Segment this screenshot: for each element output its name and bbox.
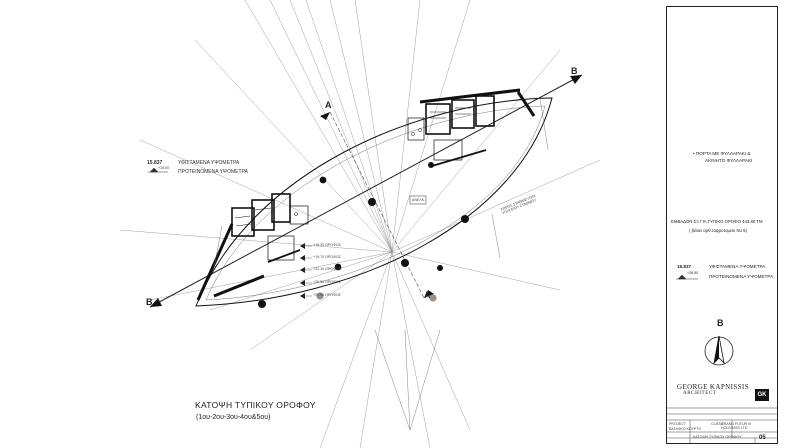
door-note-line-2: ΑΚΙΝΗΤΟ ΦΥΛΛΑΡΑΚΙ bbox=[705, 158, 753, 163]
project-value: ΒΑΣΙΛΙΚΟ ΚΟΥΡΤΗ bbox=[669, 427, 702, 431]
building-outline bbox=[195, 97, 553, 307]
outer-wall-top bbox=[419, 88, 521, 104]
panel-proposed-label: ΠΡΟΤΕΙΝΟΜΕΝΑ ΥΨΟΜΕΤΡΑ bbox=[709, 274, 774, 279]
architect-name: GEORGE KAPNISSIS bbox=[677, 383, 749, 391]
core-right bbox=[407, 95, 495, 167]
drawing-title: ΚΑΤΟΨΗ ΤΥΠΙΚΟΥ ΟΡΟΦΟΥ bbox=[195, 400, 316, 410]
legend-left-existing-label: ΥΦΙΣΤΑΜΕΝΑ ΥΨΟΜΕΤΡΑ bbox=[178, 160, 240, 166]
panel-rules bbox=[666, 407, 778, 444]
architect-role: ARCHITECT bbox=[683, 391, 717, 396]
section-marker-a-top: A bbox=[325, 100, 332, 110]
section-arrow-b-left bbox=[150, 298, 162, 307]
level-tag-1: +16.30 ΟΡΟΦΟΣ bbox=[313, 243, 341, 247]
north-arrow-label: B bbox=[717, 318, 724, 328]
outer-wall-left-2 bbox=[213, 274, 265, 298]
center-tag-frame bbox=[409, 195, 427, 205]
outer-wall-right bbox=[516, 91, 536, 117]
door-note-line-1: • ΠΟΡΤΑ ΜΕ ΦΥΛΛΑΡΑΚΙ & bbox=[693, 151, 751, 156]
legend-left-proposed-value: +15.00 bbox=[158, 166, 170, 170]
area-note-line-2: ( βάσει αρθ.ταφροτομείο Νο 5) bbox=[689, 228, 747, 233]
client-label: CLIENT bbox=[711, 422, 724, 426]
section-arrow-b-right bbox=[570, 75, 582, 84]
architect-logo: GK bbox=[755, 389, 769, 401]
panel-existing-label: ΥΦΙΣΤΑΜΕΝΑ ΥΨΟΜΕΤΡΑ bbox=[709, 264, 766, 269]
section-arrow-a-top bbox=[320, 112, 330, 120]
section-marker-b-right: B bbox=[571, 66, 578, 76]
legend-panel-symbols bbox=[676, 274, 698, 280]
area-note-line-1: ΕΜΒΑΔΟΝ ΣΞ ΓΙΑ ΤΥΠΙΚΟ ΟΡΟΦΟ 443.80 ΤΜ bbox=[671, 219, 763, 224]
section-line-b bbox=[149, 74, 583, 308]
legend-left-existing-value: 15.837 bbox=[147, 160, 163, 166]
north-arrow bbox=[704, 335, 734, 366]
level-tag-4: +26.50 ΟΡΟΦΟΣ bbox=[313, 280, 341, 284]
center-tag: ΑΝΕΛΚ. bbox=[412, 198, 426, 202]
legend-left-proposed-label: ΠΡΟΤΕΙΝΟΜΕΝΑ ΥΨΟΜΕΤΡΑ bbox=[178, 169, 248, 175]
core-left bbox=[231, 193, 309, 263]
project-label: PROJECT bbox=[669, 422, 686, 426]
panel-proposed-value: +26.50 bbox=[687, 271, 699, 275]
sheet-number: 05 bbox=[759, 435, 766, 441]
legend-left-symbols bbox=[148, 167, 168, 173]
construction-lines bbox=[119, 0, 601, 448]
level-tag-5: +29.90 ΟΡΟΦΟΣ bbox=[313, 293, 341, 297]
drawing-subtitle: (1ου-2ου-3ου-4ου&5ου) bbox=[196, 414, 271, 421]
title-block-panel: • ΠΟΡΤΑ ΜΕ ΦΥΛΛΑΡΑΚΙ & ΑΚΙΝΗΤΟ ΦΥΛΛΑΡΑΚΙ… bbox=[666, 6, 778, 444]
dimension-lines bbox=[213, 97, 549, 269]
section-marker-a-bottom: A bbox=[424, 290, 431, 300]
section-line-a bbox=[329, 111, 425, 299]
structural-columns bbox=[258, 162, 469, 308]
level-tag-arrows bbox=[300, 243, 305, 299]
level-tag-2: +19.70 ΟΡΟΦΟΣ bbox=[313, 255, 341, 259]
level-tag-3: +23.10 ΟΡΟΦΟΣ bbox=[313, 267, 341, 271]
panel-existing-value: 15.837 bbox=[677, 264, 692, 269]
section-arrow-a-bottom bbox=[424, 290, 434, 298]
sheet-title: ΚΑΤΟΨΗ ΤΥΠΙΚΟΥ ΟΡΟΦΟΥ bbox=[693, 435, 742, 439]
client-value: GRAND FUTUR III HOLDINGS LTD bbox=[721, 422, 752, 431]
section-marker-b-left: B bbox=[146, 297, 153, 307]
facade-offset bbox=[205, 105, 546, 301]
